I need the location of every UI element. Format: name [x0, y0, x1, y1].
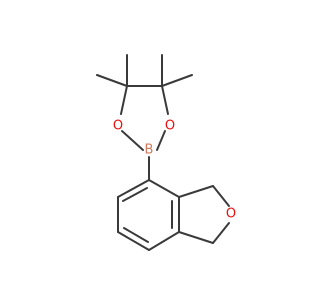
- molecule-canvas: B O O O: [96, 54, 236, 251]
- bond-ar-4: [148, 231, 180, 251]
- bond-b-o-left: [121, 130, 144, 151]
- bond-o-ch2-bottom: [212, 222, 230, 244]
- bond-ar-1: [117, 179, 150, 198]
- bond-ch2-top: [178, 185, 214, 198]
- bond-ar-3: [117, 231, 150, 251]
- bond-o-left-c: [120, 85, 128, 115]
- bond-methyl-4: [161, 74, 193, 87]
- oxygen-ring-right-label: O: [165, 119, 175, 134]
- oxygen-furan-label: O: [226, 207, 236, 222]
- bond-o-right-c: [161, 85, 169, 115]
- boron-atom-label: B: [145, 143, 154, 158]
- bond-ch2-bottom: [178, 231, 214, 244]
- oxygen-ring-left-label: O: [113, 119, 123, 134]
- bond-ar-1-inner: [122, 187, 148, 202]
- bond-methyl-1: [96, 74, 128, 87]
- bond-b-o-right: [156, 130, 166, 151]
- molecule-structure: B O O O: [96, 54, 236, 251]
- bond-ch2-top-o: [212, 185, 230, 207]
- bond-ar-6: [148, 179, 180, 198]
- bond-ar-3-inner: [123, 227, 149, 243]
